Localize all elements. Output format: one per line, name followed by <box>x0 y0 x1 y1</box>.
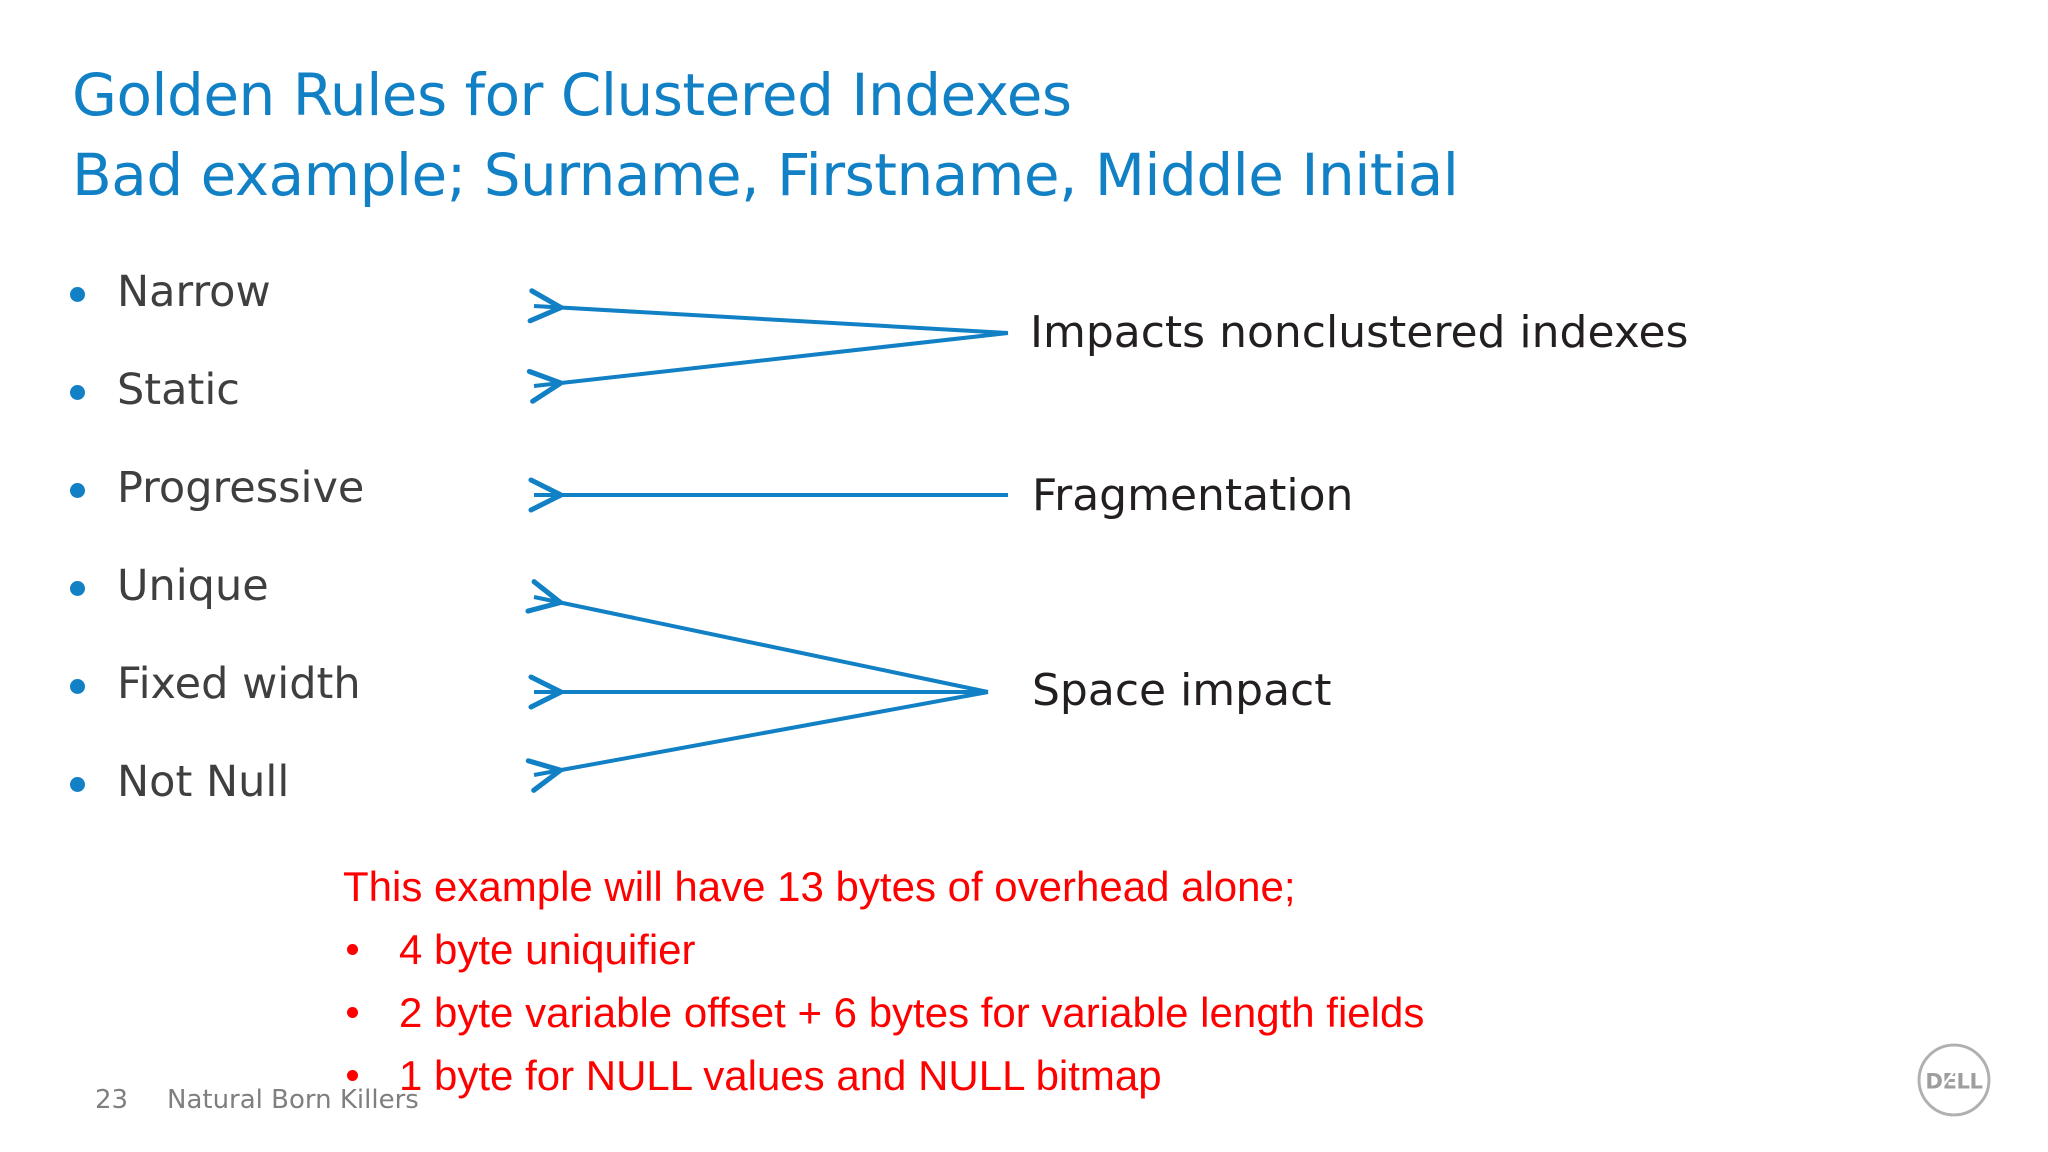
overhead-callout: This example will have 13 bytes of overh… <box>343 855 1743 1107</box>
rule-label-static: Static <box>117 365 240 415</box>
bullet-dot-icon <box>70 287 85 302</box>
overhead-item-uniquifier: 4 byte uniquifier <box>399 926 696 973</box>
dell-logo-icon: DELL <box>1917 1043 1991 1117</box>
page-title: Golden Rules for Clustered Indexes Bad e… <box>72 55 1772 215</box>
bullet-dot-icon <box>347 1070 358 1081</box>
list-item: 2 byte variable offset + 6 bytes for var… <box>343 981 1743 1044</box>
deck-name: Natural Born Killers <box>167 1085 419 1115</box>
title-line-2: Bad example; Surname, Firstname, Middle … <box>72 141 1459 209</box>
overhead-item-null-bitmap: 1 byte for NULL values and NULL bitmap <box>399 1052 1162 1099</box>
list-item: Unique <box>70 562 490 660</box>
annotation-fragmentation: Fragmentation <box>1032 470 1354 521</box>
rule-label-not-null: Not Null <box>117 757 290 807</box>
list-item: Static <box>70 366 490 464</box>
page-number: 23 <box>95 1085 129 1115</box>
arrow-not-null <box>525 690 989 793</box>
bullet-dot-icon <box>70 483 85 498</box>
bullet-dot-icon <box>70 777 85 792</box>
overhead-heading: This example will have 13 bytes of overh… <box>343 863 1296 910</box>
bullet-dot-icon <box>70 385 85 400</box>
title-line-1: Golden Rules for Clustered Indexes <box>72 61 1072 129</box>
annotation-space-impact: Space impact <box>1032 665 1332 716</box>
rule-label-narrow: Narrow <box>117 267 271 317</box>
rule-label-progressive: Progressive <box>117 463 365 513</box>
list-item: 4 byte uniquifier <box>343 918 1743 981</box>
rule-label-unique: Unique <box>117 561 269 611</box>
list-item: Progressive <box>70 464 490 562</box>
dell-logo-text: DELL <box>1925 1068 1982 1093</box>
slide-footer: 23 Natural Born Killers <box>95 1084 419 1116</box>
bullet-dot-icon <box>70 581 85 596</box>
arrow-unique <box>525 579 989 694</box>
bullet-dot-icon <box>347 944 358 955</box>
list-item: Not Null <box>70 758 490 856</box>
arrow-static <box>526 331 1009 404</box>
list-item: Narrow <box>70 268 490 366</box>
rule-label-fixed-width: Fixed width <box>117 659 361 709</box>
annotation-impacts-nonclustered-indexes: Impacts nonclustered indexes <box>1030 307 1689 358</box>
bullet-dot-icon <box>70 679 85 694</box>
list-item: 1 byte for NULL values and NULL bitmap <box>343 1044 1743 1107</box>
list-item: Fixed width <box>70 660 490 758</box>
arrow-narrow <box>527 288 1009 335</box>
clustered-index-rules-list: Narrow Static Progressive Unique Fixed w… <box>70 268 490 856</box>
bullet-dot-icon <box>347 1007 358 1018</box>
overhead-item-variable-offset: 2 byte variable offset + 6 bytes for var… <box>399 989 1425 1036</box>
